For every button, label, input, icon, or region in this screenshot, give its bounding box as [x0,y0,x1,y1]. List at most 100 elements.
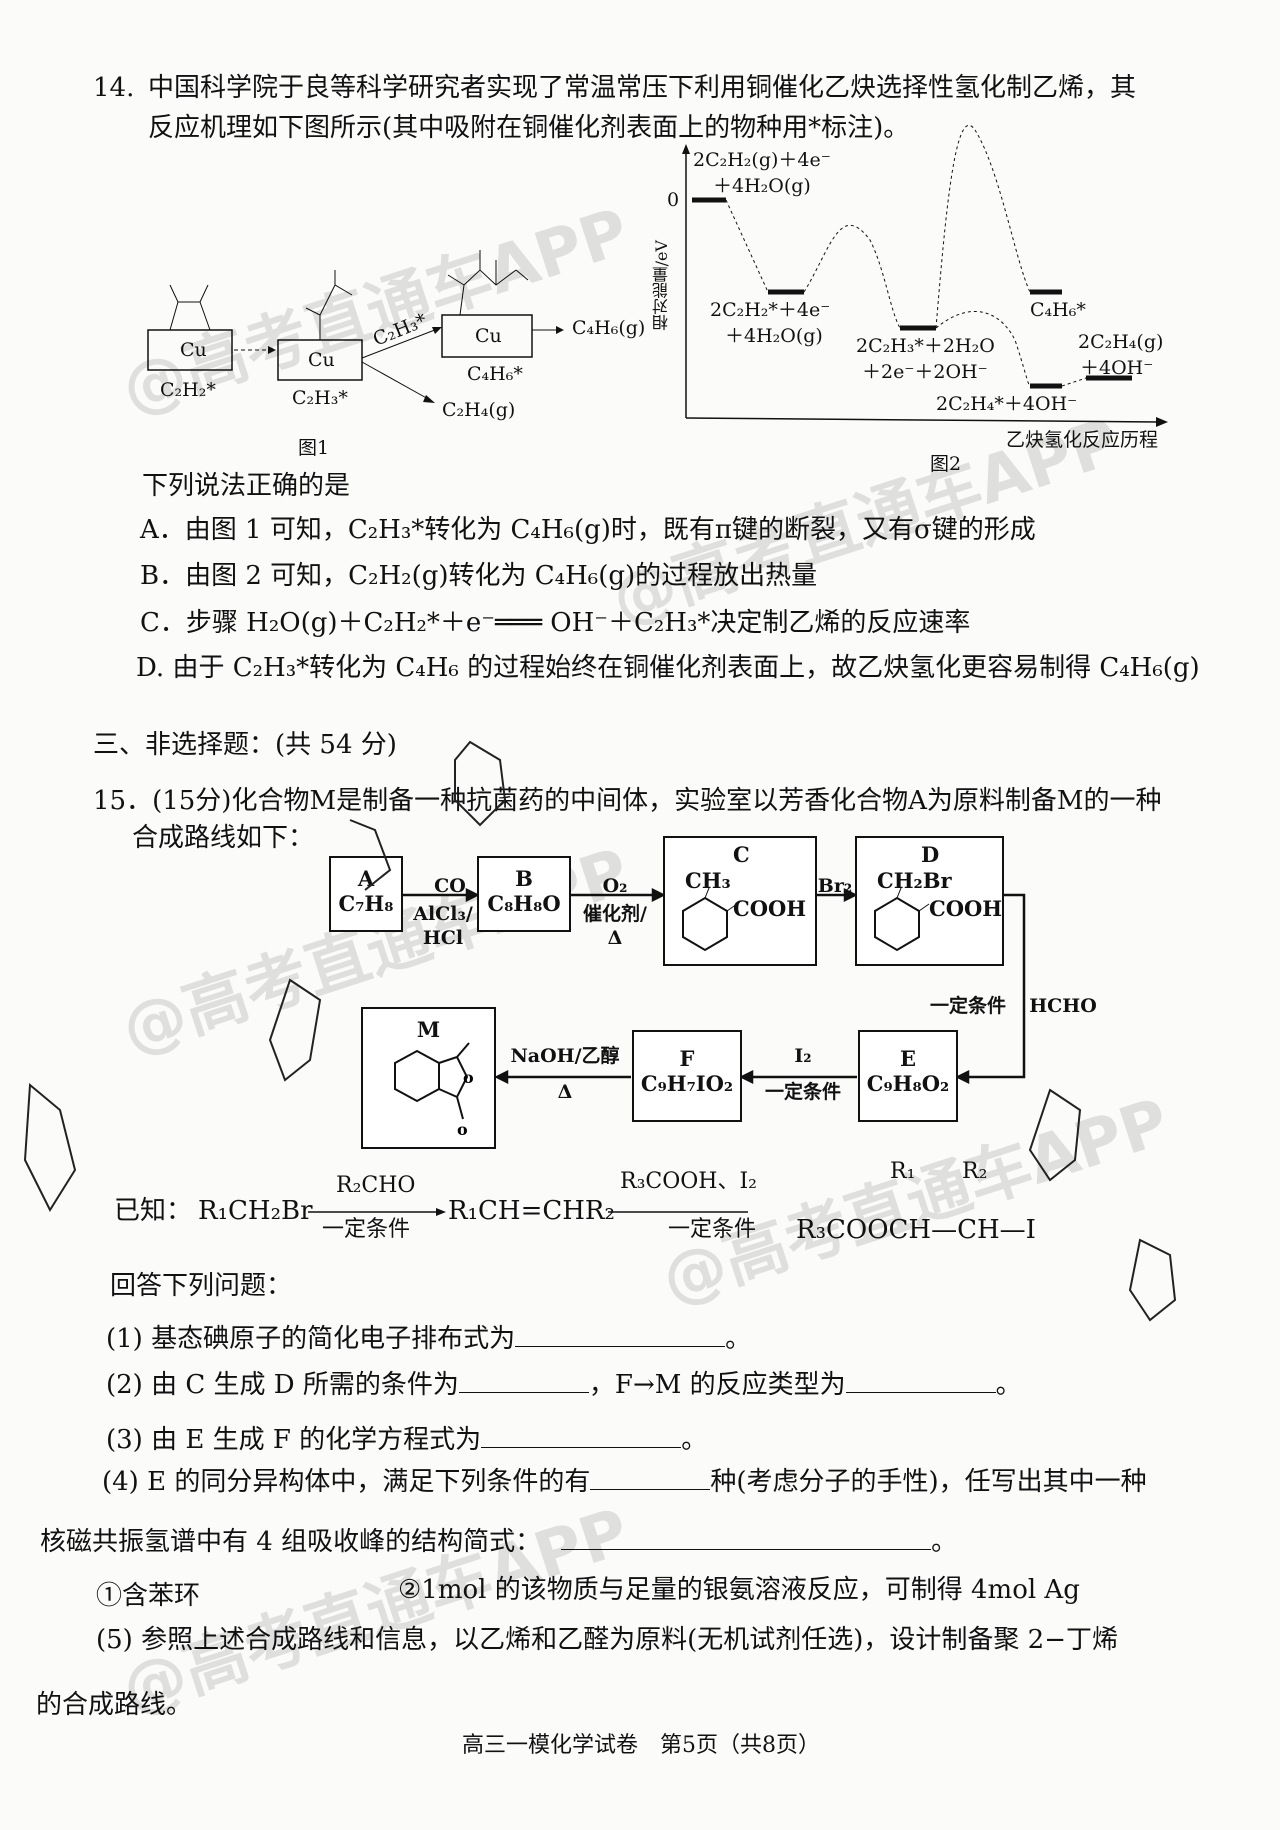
compound-a-box: A C₇H₈ [329,856,403,932]
condition-2: ②1mol 的该物质与足量的银氨溶液反应，可制得 4mol Ag [398,1575,1080,1605]
ab-acid: HCl [422,927,464,949]
q14-stem-line2: 反应机理如下图所示(其中吸附在铜催化剂表面上的物种用*标注)。 [148,113,910,143]
cd-reagent: Br₂ [817,875,853,897]
compound-m-box: M o o [361,1007,496,1149]
period: 。 [931,1527,958,1557]
known-arrow1-bottom: 一定条件 [322,1217,411,1242]
known-start: R₁CH₂Br [198,1196,313,1226]
period: 。 [995,1370,1022,1400]
fig2-state1-line1: 2C₂H₂(g)＋4e⁻ [693,149,831,171]
compound-c-label: C [733,842,750,867]
answer-blank-2a[interactable] [458,1370,589,1393]
compound-e-label: E [899,1046,916,1071]
bc-heat: Δ [607,927,623,949]
fig2-state6-line2: ＋4OH⁻ [1080,357,1154,379]
compound-d-box: D CH₂Br COOH [855,836,1004,966]
subquestion-2-text-b: ，F→M 的反应类型为 [588,1370,846,1400]
subquestion-5: (5) 参照上述合成路线和信息，以乙烯和乙醛为原料(无机试剂任选)，设计制备聚 … [96,1625,1118,1655]
compound-m-label: M [416,1017,441,1042]
fig1-c2h3-ads: C₂H₃* [292,387,348,409]
fig2-xlabel: 乙炔氢化反应历程 [1006,429,1159,451]
svg-text:o: o [463,1068,474,1087]
fm-reagent: NaOH/乙醇 [510,1045,620,1067]
known-label: 已知： [114,1196,193,1226]
subquestion-3-text: (3) 由 E 生成 F 的化学方程式为 [106,1425,482,1455]
compound-f-formula: C₉H₇IO₂ [640,1071,734,1096]
benzene-ring-icon [874,887,930,952]
compound-d-cooh: COOH [929,896,1003,921]
compound-e-formula: C₉H₈O₂ [866,1071,950,1096]
bc-reagent: O₂ [602,875,628,897]
page-footer: 高三一模化学试卷 第5页（共8页） [462,1733,820,1758]
de-condition: 一定条件 [929,995,1006,1017]
fig2-state3-line1: 2C₂H₃*＋2H₂O [856,335,995,357]
fig1-c2h4-gas: C₂H₄(g) [442,399,516,421]
fig2-state3-line2: ＋2e⁻＋2OH⁻ [862,361,988,383]
q14-option-d: D. 由于 C₂H₃*转化为 C₄H₆ 的过程始终在铜催化剂表面上，故乙炔氢化更… [136,653,1200,683]
subquestion-2: (2) 由 C 生成 D 所需的条件为 ，F→M 的反应类型为 。 [106,1369,1022,1401]
compound-e-box: E C₉H₈O₂ [858,1030,958,1122]
answer-blank-3[interactable] [481,1425,682,1448]
answer-blank-1[interactable] [515,1324,726,1347]
period: 。 [725,1324,752,1354]
subquestion-4-text: (4) E 的同分异构体中，满足下列条件的有 [102,1467,591,1497]
ef-reagent: I₂ [794,1045,812,1067]
fig1-cu-2: Cu [308,349,335,371]
known-arrow2-bottom: 一定条件 [668,1217,757,1242]
compound-d-ch2br: CH₂Br [877,868,952,893]
subquestion-2-text: (2) 由 C 生成 D 所需的条件为 [106,1370,459,1400]
answer-blank-4b[interactable] [561,1527,932,1550]
fig2-state4: C₄H₆* [1030,299,1086,321]
fig2-state2-line1: 2C₂H₂*＋4e⁻ [710,299,831,321]
benzene-ring-icon [682,887,738,952]
subquestion-4: (4) E 的同分异构体中，满足下列条件的有 种(考虑分子的手性)，任写出其中一种 [102,1466,1147,1498]
de-reagent: HCHO [1029,995,1097,1017]
answer-prompt: 回答下列问题： [110,1271,293,1301]
answer-blank-4a[interactable] [590,1467,711,1490]
fig2-zero-tick: 0 [667,189,680,211]
q14-option-c: C．步骤 H₂O(g)＋C₂H₂*＋e⁻═══ OH⁻＋C₂H₃*决定制乙烯的反… [140,608,971,638]
known-intermediate: R₁CH=CHR₂ [448,1196,615,1226]
compound-a-formula: C₇H₈ [338,891,394,916]
svg-text:o: o [457,1120,468,1139]
compound-b-label: B [515,866,533,891]
fig2-state1-line2: ＋4H₂O(g) [713,175,811,197]
subquestion-1: (1) 基态碘原子的简化电子排布式为。 [106,1323,751,1355]
subquestion-4-line2: 核磁共振氢谱中有 4 组吸收峰的结构简式： 。 [40,1526,957,1558]
compound-c-box: C CH₃ COOH [663,836,817,966]
answer-blank-2b[interactable] [845,1370,996,1393]
ab-reagent: CO [434,875,466,897]
fig2-state6-line1: 2C₂H₄(g) [1078,331,1164,353]
fig2-energy-diagram [682,124,1168,427]
subquestion-3: (3) 由 E 生成 F 的化学方程式为 。 [106,1424,707,1456]
subquestion-4-text-c: 核磁共振氢谱中有 4 组吸收峰的结构简式： [40,1527,542,1557]
q15-line1: 15．(15分)化合物M是制备一种抗菌药的中间体，实验室以芳香化合物A为原料制备… [93,786,1162,816]
ef-condition: 一定条件 [764,1081,841,1103]
q14-option-b: B．由图 2 可知，C₂H₂(g)转化为 C₄H₆(g)的过程放出热量 [140,561,818,591]
q14-option-a: A．由图 1 可知，C₂H₃*转化为 C₄H₆(g)时，既有π键的断裂，又有σ键… [140,515,1036,545]
compound-f-box: F C₉H₇IO₂ [632,1030,742,1122]
ab-catalyst: AlCl₃/ [413,903,473,925]
fig2-state2-line2: ＋4H₂O(g) [725,325,823,347]
compound-c-ch3: CH₃ [685,868,731,893]
known-arrow1-top: R₂CHO [336,1173,416,1198]
fig1-drawing [147,250,564,403]
compound-c-cooh: COOH [733,896,807,921]
q14-stem-line1: 中国科学院于良等科学研究者实现了常温常压下利用铜催化乙炔选择性氢化制乙烯，其 [148,73,1137,103]
known-r2: R₂ [962,1159,988,1184]
compound-d-label: D [921,842,940,867]
known-r1: R₁ [890,1159,916,1184]
known-arrow2-top: R₃COOH、I₂ [620,1169,757,1194]
condition-1: ①含苯环 [96,1581,201,1611]
period: 。 [681,1425,708,1455]
fig2-state5: 2C₂H₄*＋4OH⁻ [936,393,1078,415]
q14-number: 14. [93,73,135,103]
subquestion-4-text-b: 种(考虑分子的手性)，任写出其中一种 [710,1467,1147,1497]
fm-heat: Δ [557,1081,573,1103]
route-arrows [403,887,1026,1085]
compound-b-box: B C₈H₈O [477,856,571,932]
fig1-cu-1: Cu [180,339,207,361]
fig1-c2h2-ads: C₂H₂* [160,379,216,401]
known-arrow1 [308,1208,446,1216]
